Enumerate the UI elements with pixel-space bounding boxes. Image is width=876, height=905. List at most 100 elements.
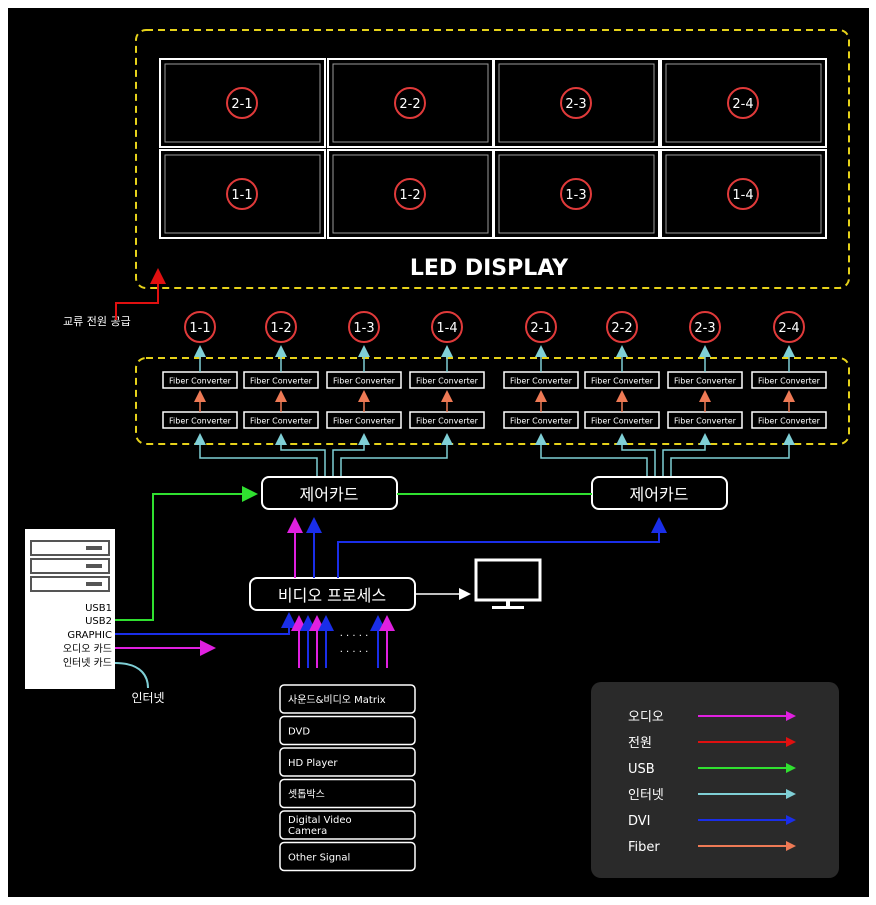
fiber-converter-label: Fiber Converter bbox=[591, 417, 654, 426]
legend-arrowhead bbox=[786, 737, 796, 747]
receiver-label: 2-2 bbox=[611, 321, 632, 336]
source-item bbox=[279, 715, 416, 746]
fiber-converter-label: Fiber Converter bbox=[758, 417, 821, 426]
source-item bbox=[279, 684, 416, 714]
ac-power-label: 교류 전원 공급 bbox=[63, 315, 131, 328]
led-panel-label: 2-3 bbox=[565, 97, 586, 112]
fiber-converter-label: Fiber Converter bbox=[250, 377, 313, 386]
monitor-icon bbox=[474, 558, 542, 609]
receiver-label: 1-1 bbox=[189, 321, 210, 336]
receiver-badge bbox=[184, 311, 216, 343]
led-panel-label: 1-1 bbox=[231, 188, 252, 203]
src-dots-1: · · · · · bbox=[340, 631, 369, 642]
fiber-converter-label: Fiber Converter bbox=[510, 377, 573, 386]
diagram-svg: 2-1 2-2 2-3 2-4 1-1 1-2 1-3 1-4 LED DISPLAY 교류 … bbox=[25, 29, 850, 878]
port-audio-card: 오디오 카드 bbox=[63, 643, 112, 655]
source-label: 사운드&비디오 Matrix bbox=[288, 694, 386, 706]
receiver-label: 2-3 bbox=[694, 321, 715, 336]
led-panel-label: 2-2 bbox=[399, 97, 420, 112]
port-graphic: GRAPHIC bbox=[67, 630, 112, 641]
led-panel-badge bbox=[727, 178, 759, 210]
receiver-label: 1-4 bbox=[436, 321, 457, 336]
fiber-converter-label: Fiber Converter bbox=[333, 417, 396, 426]
led-panel-inner bbox=[665, 154, 822, 234]
legend-label: DVI bbox=[628, 814, 651, 829]
source-label: Other Signal bbox=[288, 853, 350, 864]
led-panel-badge bbox=[560, 178, 592, 210]
led-panel-inner bbox=[164, 154, 321, 234]
control-card-2-label: 제어카드 bbox=[630, 485, 689, 504]
receiver-badge bbox=[265, 311, 297, 343]
receiver-badge bbox=[606, 311, 638, 343]
receiver-label: 1-2 bbox=[270, 321, 291, 336]
receiver-label: 2-1 bbox=[530, 321, 551, 336]
receiver-badge bbox=[431, 311, 463, 343]
legend-label: 전원 bbox=[628, 736, 652, 751]
fiber-converter-label: Fiber Converter bbox=[169, 417, 232, 426]
legend-label: 오디오 bbox=[628, 710, 664, 725]
legend-arrowhead bbox=[786, 763, 796, 773]
legend-arrowhead bbox=[786, 841, 796, 851]
fiber-converter-label: Fiber Converter bbox=[333, 377, 396, 386]
internet-label: 인터넷 bbox=[131, 691, 164, 705]
receiver-badge bbox=[525, 311, 557, 343]
pc-server bbox=[25, 529, 115, 689]
legend-label: Fiber bbox=[628, 840, 660, 855]
proc-dvi-to-card2 bbox=[337, 517, 667, 578]
legend-label: USB bbox=[628, 762, 655, 777]
receiver-label: 2-4 bbox=[778, 321, 799, 336]
receiver-badge bbox=[348, 311, 380, 343]
fiber-converter-label: Fiber Converter bbox=[169, 377, 232, 386]
led-panel-inner bbox=[498, 154, 655, 234]
led-panel-inner bbox=[665, 63, 822, 143]
card-to-converter bbox=[194, 433, 318, 477]
diagram-stage: 2-1 2-2 2-3 2-4 1-1 1-2 1-3 1-4 LED DISPLAY 교류 … bbox=[8, 8, 869, 897]
led-panel-label: 1-3 bbox=[565, 188, 586, 203]
source-label: HD Player bbox=[288, 758, 338, 769]
led-panel-inner bbox=[332, 154, 489, 234]
graphic-dvi-line bbox=[115, 612, 297, 635]
card-to-converter bbox=[535, 433, 648, 477]
port-usb1: USB1 bbox=[85, 603, 112, 614]
led-display-title: LED DISPLAY bbox=[410, 256, 569, 281]
source-label: DVD bbox=[288, 727, 310, 738]
card-to-converter bbox=[332, 433, 370, 477]
source-item bbox=[279, 810, 416, 840]
fiber-converter-label: Fiber Converter bbox=[416, 377, 479, 386]
port-usb2: USB2 bbox=[85, 616, 112, 627]
led-panel-badge bbox=[226, 87, 258, 119]
card-to-converter bbox=[275, 433, 326, 477]
source-item bbox=[279, 747, 416, 777]
source-item bbox=[279, 778, 416, 809]
fiber-converter-label: Fiber Converter bbox=[674, 417, 737, 426]
fiber-frame bbox=[135, 357, 850, 445]
led-panel-badge bbox=[394, 178, 426, 210]
led-panel-label: 1-2 bbox=[399, 188, 420, 203]
led-panel-badge bbox=[394, 87, 426, 119]
legend-arrowhead bbox=[786, 711, 796, 721]
fiber-converter-label: Fiber Converter bbox=[416, 417, 479, 426]
port-internet-card: 인터넷 카드 bbox=[63, 657, 112, 669]
led-panel-label: 2-4 bbox=[732, 97, 753, 112]
control-card-fanout bbox=[194, 433, 795, 477]
fiber-converter-label: Fiber Converter bbox=[510, 417, 573, 426]
src-dots-2: · · · · · bbox=[340, 647, 369, 658]
card-to-converter bbox=[616, 433, 656, 477]
internet-line bbox=[114, 662, 149, 689]
led-display-frame bbox=[135, 29, 850, 289]
led-panel-inner bbox=[498, 63, 655, 143]
fiber-converter-label: Fiber Converter bbox=[250, 417, 313, 426]
fiber-converter-label: Fiber Converter bbox=[758, 377, 821, 386]
source-label: 셋톱박스 bbox=[288, 789, 325, 801]
card-to-converter bbox=[340, 433, 453, 477]
video-processor-label: 비디오 프로세스 bbox=[278, 586, 386, 605]
led-panel-label: 2-1 bbox=[231, 97, 252, 112]
led-panel-badge bbox=[560, 87, 592, 119]
legend-box bbox=[591, 682, 839, 878]
card-to-converter bbox=[670, 433, 795, 477]
